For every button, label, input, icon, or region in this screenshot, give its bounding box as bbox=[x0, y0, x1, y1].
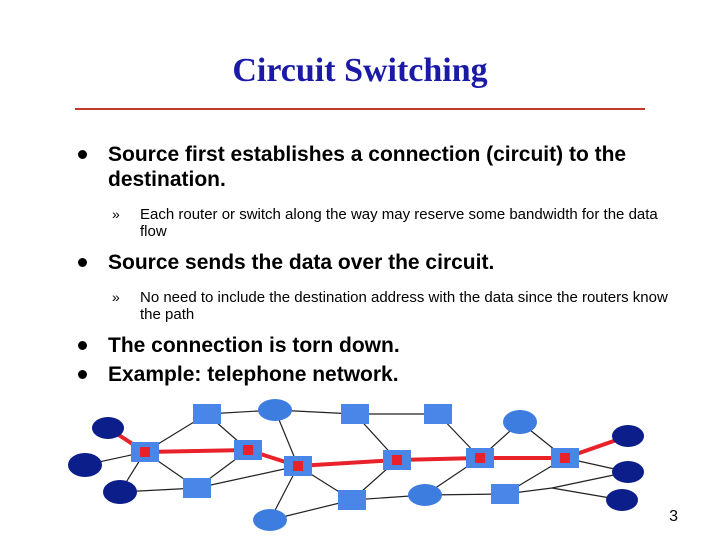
bullet-2-text: Source sends the data over the circuit. bbox=[108, 251, 495, 274]
bullet-2: Source sends the data over the circuit. bbox=[78, 250, 678, 275]
bullet-dot-icon bbox=[78, 150, 87, 159]
bullet-4-text: Example: telephone network. bbox=[108, 363, 399, 386]
bullet-list: Source first establishes a connection (c… bbox=[78, 142, 678, 387]
bullet-4: Example: telephone network. bbox=[78, 362, 678, 387]
title-underline bbox=[75, 108, 645, 110]
host-nodes-light bbox=[253, 399, 537, 531]
sub-bullet-2-text: No need to include the destination addre… bbox=[140, 289, 668, 323]
bullet-dot-icon bbox=[78, 341, 87, 350]
bullet-3: The connection is torn down. bbox=[78, 333, 678, 358]
sub-bullet-1: » Each router or switch along the way ma… bbox=[78, 206, 678, 240]
sub-bullet-marker: » bbox=[112, 289, 120, 305]
bullet-1-text: Source first establishes a connection (c… bbox=[108, 143, 627, 191]
bullet-dot-icon bbox=[78, 370, 87, 379]
circuit-markers bbox=[140, 445, 570, 471]
sub-bullet-2: » No need to include the destination add… bbox=[78, 289, 678, 323]
bullet-1: Source first establishes a connection (c… bbox=[78, 142, 678, 192]
host-nodes-dark bbox=[68, 417, 644, 511]
sub-bullet-marker: » bbox=[112, 206, 120, 222]
bullet-dot-icon bbox=[78, 258, 87, 267]
circuit-path bbox=[106, 426, 629, 469]
slide-title: Circuit Switching bbox=[232, 52, 488, 89]
sub-bullet-1-text: Each router or switch along the way may … bbox=[140, 206, 658, 240]
network-diagram bbox=[68, 399, 644, 531]
page-number: 3 bbox=[669, 508, 678, 525]
bullet-3-text: The connection is torn down. bbox=[108, 334, 400, 357]
